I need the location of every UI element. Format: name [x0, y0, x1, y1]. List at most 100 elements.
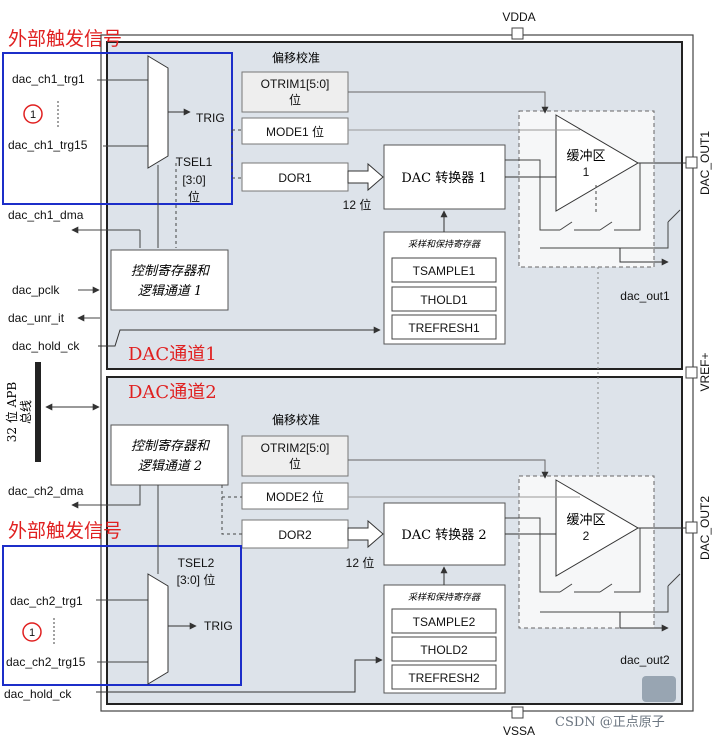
ch1-circle-num: 1	[30, 109, 36, 121]
apb-bus-bar	[35, 362, 41, 462]
ch1-switch-c	[667, 209, 681, 223]
ch2-otrim-box	[241, 435, 349, 477]
ch2-switch-a	[559, 583, 573, 593]
ch1-otrim-a: OTRIM1[5:0]	[261, 77, 330, 91]
ch1-otrim-box	[241, 71, 349, 113]
dac-pclk-label: dac_pclk	[12, 283, 60, 297]
ch1-trigger-mux	[147, 55, 169, 169]
ch1-mode: MODE1 位	[266, 124, 324, 139]
dac-out2-pin	[685, 521, 698, 534]
ch2-dac-conv-label: DAC 转换器 2	[401, 528, 486, 543]
ch1-buffer-b: 1	[583, 165, 590, 179]
ch2-offset-cal: 偏移校准	[272, 412, 320, 427]
ch1-thold-box	[391, 286, 497, 312]
ch2-mode: MODE2 位	[266, 489, 324, 504]
ch2-trigger-mux	[147, 573, 169, 685]
ch1-dor-box	[241, 162, 349, 192]
ch1-hold-ck-line	[98, 326, 381, 347]
ch2-tsample-box	[391, 608, 497, 634]
ch1-channel-label: DAC通道1	[128, 344, 217, 365]
ch1-offset-cal: 偏移校准	[272, 50, 320, 65]
ch1-control-box	[110, 249, 229, 311]
ch2-hold-ck-line	[96, 656, 383, 693]
vdda-pin	[511, 27, 524, 40]
dac-ch1-dma-label: dac_ch1_dma	[8, 208, 84, 222]
chat-icon	[642, 676, 676, 702]
ch2-dac-out: dac_out2	[620, 653, 670, 667]
ch2-out-arrow	[619, 612, 669, 632]
ch2-tsel-b: [3:0] 位	[177, 572, 216, 587]
ch1-tsample-box	[391, 257, 497, 283]
ch2-switch-path-c	[614, 528, 641, 593]
ch1-tsel-c: 位	[188, 189, 200, 204]
ch2-tsample: TSAMPLE2	[413, 615, 476, 629]
ch1-dor-arrow	[347, 162, 384, 192]
apb-bus-label2: 总线	[19, 400, 33, 424]
ch1-buffer-a: 缓冲区	[566, 149, 605, 164]
ch2-dash-dor	[221, 485, 242, 535]
ch2-otrim-b: 位	[289, 456, 301, 471]
ch1-tsample: TSAMPLE1	[413, 264, 476, 278]
ch1-ctrl-a: 控制寄存器和	[131, 264, 211, 279]
ch2-ext-trigger-label: 外部触发信号	[8, 520, 122, 542]
dac-out1-pin	[685, 156, 698, 169]
ch1-tsel-b: [3:0]	[182, 173, 205, 187]
ch1-switch-path-d	[540, 222, 669, 249]
ch1-buffer-amp	[555, 114, 639, 212]
ch1-bits: 12 位	[343, 197, 372, 212]
ch2-sh-title: 采样和保持寄存器	[408, 592, 481, 603]
ch1-tsel-a: TSEL1	[176, 155, 213, 169]
ch1-ctrl-b: 逻辑通道 1	[138, 284, 202, 299]
ch2-dor-box	[241, 519, 349, 549]
ch1-trg-first: dac_ch1_trg1	[12, 72, 85, 86]
ch2-dor-arrow	[347, 519, 384, 549]
ch2-switch-b	[599, 583, 613, 593]
ch2-ctrl-b: 逻辑通道 2	[138, 459, 202, 474]
ch2-trig-label: TRIG	[204, 619, 233, 633]
dac-unr-it-label: dac_unr_it	[8, 311, 65, 325]
ch2-buffer-b: 2	[583, 529, 590, 543]
ch2-mode-box	[241, 482, 349, 510]
ch2-dac-converter	[383, 502, 506, 566]
ch2-circle-num: 1	[29, 627, 35, 639]
ch1-trigger-highlight	[2, 52, 233, 205]
ch2-switch-c	[667, 573, 681, 587]
ch2-channel-label: DAC通道2	[128, 382, 217, 403]
ch1-mode-box	[241, 117, 349, 145]
dac-ch2-dma-arrow	[71, 485, 141, 509]
ch1-switch-b	[599, 221, 613, 231]
ch2-circle-marker	[22, 622, 42, 642]
ch1-out-arrow	[619, 248, 669, 266]
ch2-bits: 12 位	[346, 555, 375, 570]
ch1-switch-path-a	[505, 159, 560, 231]
ch2-dor: DOR2	[278, 528, 312, 542]
vssa-label: VSSA	[503, 724, 535, 738]
ch2-trg-first: dac_ch2_trg1	[10, 594, 83, 608]
vref-pin	[685, 366, 698, 379]
ch1-dac-conv-label: DAC 转换器 1	[401, 171, 486, 186]
ch1-switch-a	[559, 221, 573, 231]
dac-hold-ck-1-label: dac_hold_ck	[12, 339, 80, 353]
ch2-buffer-amp	[555, 479, 639, 577]
dac-ch2-dma-label: dac_ch2_dma	[8, 484, 84, 498]
ch1-trig-label: TRIG	[196, 111, 225, 125]
ch1-dac-out: dac_out1	[620, 289, 670, 303]
ch2-ctrl-a: 控制寄存器和	[131, 439, 211, 454]
ch2-switch-path-a	[505, 517, 560, 593]
vssa-pin	[511, 706, 524, 719]
ch2-tsel-a: TSEL2	[178, 556, 215, 570]
ch2-trefresh-box	[391, 664, 497, 690]
dac-out1-label: DAC_OUT1	[698, 131, 712, 195]
apb-bus-label: 32 位 APB	[4, 382, 19, 443]
dac-hold-ck-2-label: dac_hold_ck	[4, 687, 72, 701]
ch1-otrim-line	[348, 91, 549, 114]
ch1-dac-converter	[383, 144, 506, 210]
ch2-trigger-highlight	[2, 545, 242, 686]
dac-out2-label: DAC_OUT2	[698, 496, 712, 560]
vref-label: VREF+	[698, 352, 712, 391]
ch2-trefresh: TREFRESH2	[408, 671, 480, 685]
ch2-thold: THOLD2	[420, 643, 468, 657]
ch1-trefresh-box	[391, 314, 497, 340]
ch1-trefresh: TREFRESH1	[408, 321, 480, 335]
